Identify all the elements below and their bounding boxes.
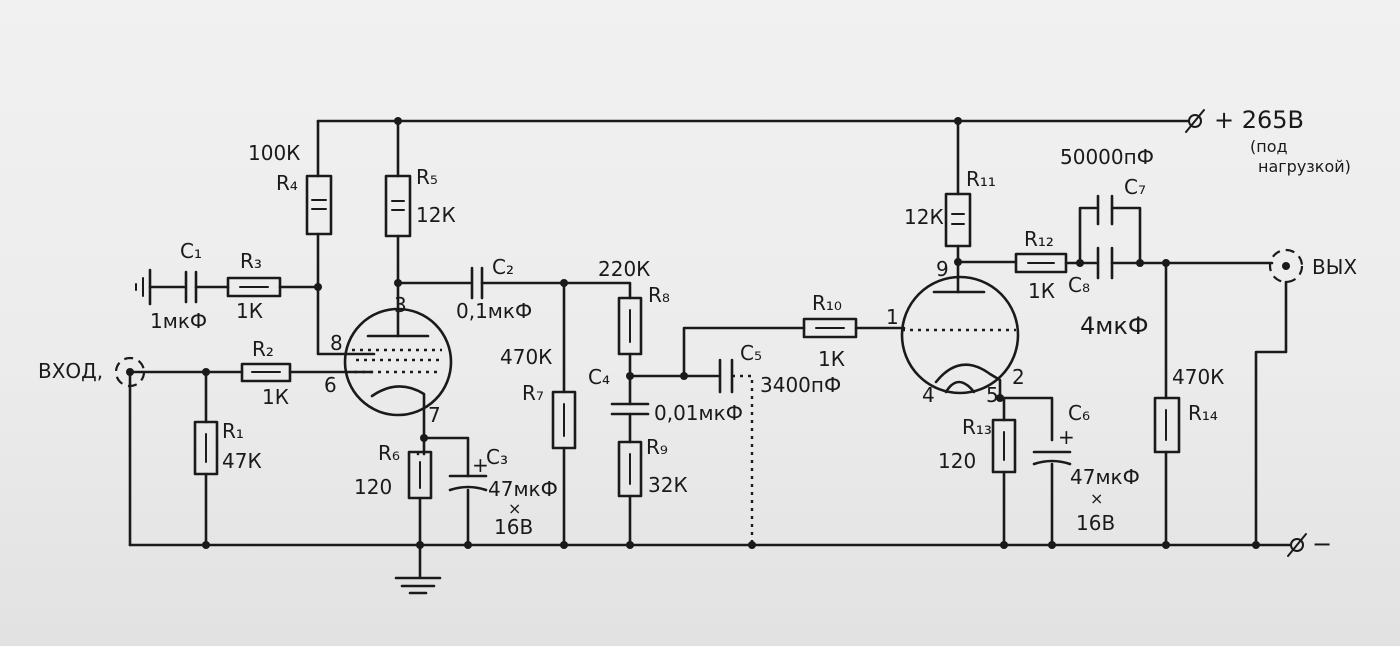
- tube-2: [900, 256, 1054, 442]
- capacitor-c1: [184, 270, 230, 304]
- input-label: ВХОД,: [38, 359, 103, 383]
- r7-value: 470К: [500, 345, 552, 369]
- c8-name: C₈: [1068, 273, 1090, 297]
- r3-value: 1К: [236, 299, 263, 323]
- c3-name: C₃: [486, 445, 508, 469]
- c6-voltage: 16В: [1076, 511, 1115, 535]
- supply-rail: [316, 109, 1205, 133]
- r1-name: R₁: [222, 419, 244, 443]
- c6-value: 47мкФ: [1070, 465, 1140, 489]
- capacitor-c3: [448, 474, 488, 549]
- r1-value: 47К: [222, 449, 262, 473]
- c1-value: 1мкФ: [150, 309, 207, 333]
- c2-name: C₂: [492, 255, 514, 279]
- r7-name: R₇: [522, 381, 544, 405]
- c4-name: C₄: [588, 365, 610, 389]
- c6-times: ×: [1090, 489, 1103, 508]
- r13-name: R₁₃: [962, 415, 992, 439]
- r14-name: R₁₄: [1188, 401, 1218, 425]
- ground-rail: [128, 533, 1307, 557]
- r14-value: 470К: [1172, 365, 1224, 389]
- r12-name: R₁₂: [1024, 227, 1054, 251]
- tube1-pin-8: 8: [330, 331, 343, 355]
- capacitor-c5: [718, 358, 756, 549]
- c3-voltage: 16В: [494, 515, 533, 539]
- r11-value: 12К: [904, 205, 944, 229]
- supply-note-line2: нагрузкой): [1258, 157, 1351, 176]
- r4-name: R₄: [276, 171, 298, 195]
- resistor-r5: [384, 117, 412, 287]
- c2-value: 0,1мкФ: [456, 299, 532, 323]
- resistor-r11: [944, 117, 1018, 266]
- tube2-pin-5: 5: [986, 383, 999, 407]
- capacitor-c7: [1078, 194, 1142, 265]
- tube2-pin-9: 9: [936, 257, 949, 281]
- c5-name: C₅: [740, 341, 762, 365]
- r8-name: R₈: [648, 283, 670, 307]
- chassis-ground-symbol: [394, 576, 442, 595]
- r11-name: R₁₁: [966, 167, 996, 191]
- r13-value: 120: [938, 449, 976, 473]
- resistor-r9: [617, 440, 643, 549]
- resistor-r10: [682, 317, 906, 378]
- c5-value: 3400пФ: [760, 373, 841, 397]
- c1-name: C₁: [180, 239, 202, 263]
- r9-value: 32К: [648, 473, 688, 497]
- resistor-r13: [991, 396, 1017, 549]
- c3-times: ×: [508, 499, 521, 518]
- c4-value: 0,01мкФ: [654, 401, 743, 425]
- supply-plus-label: + 265В: [1214, 106, 1304, 134]
- r6-name: R₆: [378, 441, 400, 465]
- tube1-pin-6: 6: [324, 373, 337, 397]
- c6-name: C₆: [1068, 401, 1090, 425]
- c8-value: 4мкФ: [1080, 312, 1149, 340]
- supply-note-line1: (под: [1250, 137, 1288, 156]
- resistor-r14: [1153, 261, 1181, 549]
- capacitor-c8: [1096, 246, 1274, 280]
- resistor-r4: [305, 119, 376, 356]
- capacitor-c6: [1032, 450, 1072, 549]
- tube1-pin-7: 7: [428, 403, 441, 427]
- output-label: ВЫХ: [1312, 255, 1357, 279]
- tube2-pin-2: 2: [1012, 365, 1025, 389]
- r9-name: R₉: [646, 435, 668, 459]
- input-jack: [114, 356, 244, 547]
- tube2-pin-1: 1: [886, 305, 899, 329]
- tube1-pin-3: 3: [394, 293, 407, 317]
- resistor-r1: [193, 370, 219, 549]
- resistor-r12: [1014, 252, 1098, 274]
- r5-name: R₅: [416, 165, 438, 189]
- c7-name: C₇: [1124, 175, 1146, 199]
- r3-name: R₃: [240, 249, 262, 273]
- c6-plus: +: [1058, 425, 1075, 449]
- tube2-pin-4: 4: [922, 383, 935, 407]
- signal-ground-symbol: [135, 268, 186, 306]
- resistor-r7: [551, 281, 577, 549]
- c7-value: 50000пФ: [1060, 145, 1154, 169]
- r10-name: R₁₀: [812, 291, 842, 315]
- capacitor-c4: [610, 402, 650, 444]
- supply-minus-label: −: [1312, 530, 1332, 558]
- c3-value: 47мкФ: [488, 477, 558, 501]
- r12-value: 1К: [1028, 279, 1055, 303]
- r8-value: 220К: [598, 257, 650, 281]
- tube-1: [343, 281, 470, 478]
- resistor-r3: [226, 276, 322, 298]
- resistor-r8: [617, 296, 720, 406]
- r10-value: 1К: [818, 347, 845, 371]
- capacitor-c2: [396, 266, 632, 300]
- r2-value: 1К: [262, 385, 289, 409]
- output-jack: [1252, 248, 1304, 549]
- r6-value: 120: [354, 475, 392, 499]
- resistor-r2: [240, 362, 374, 383]
- resistor-r6: [407, 436, 433, 578]
- r2-name: R₂: [252, 337, 274, 361]
- r4-value: 100К: [248, 141, 300, 165]
- r5-value: 12К: [416, 203, 456, 227]
- c3-plus: +: [472, 453, 489, 477]
